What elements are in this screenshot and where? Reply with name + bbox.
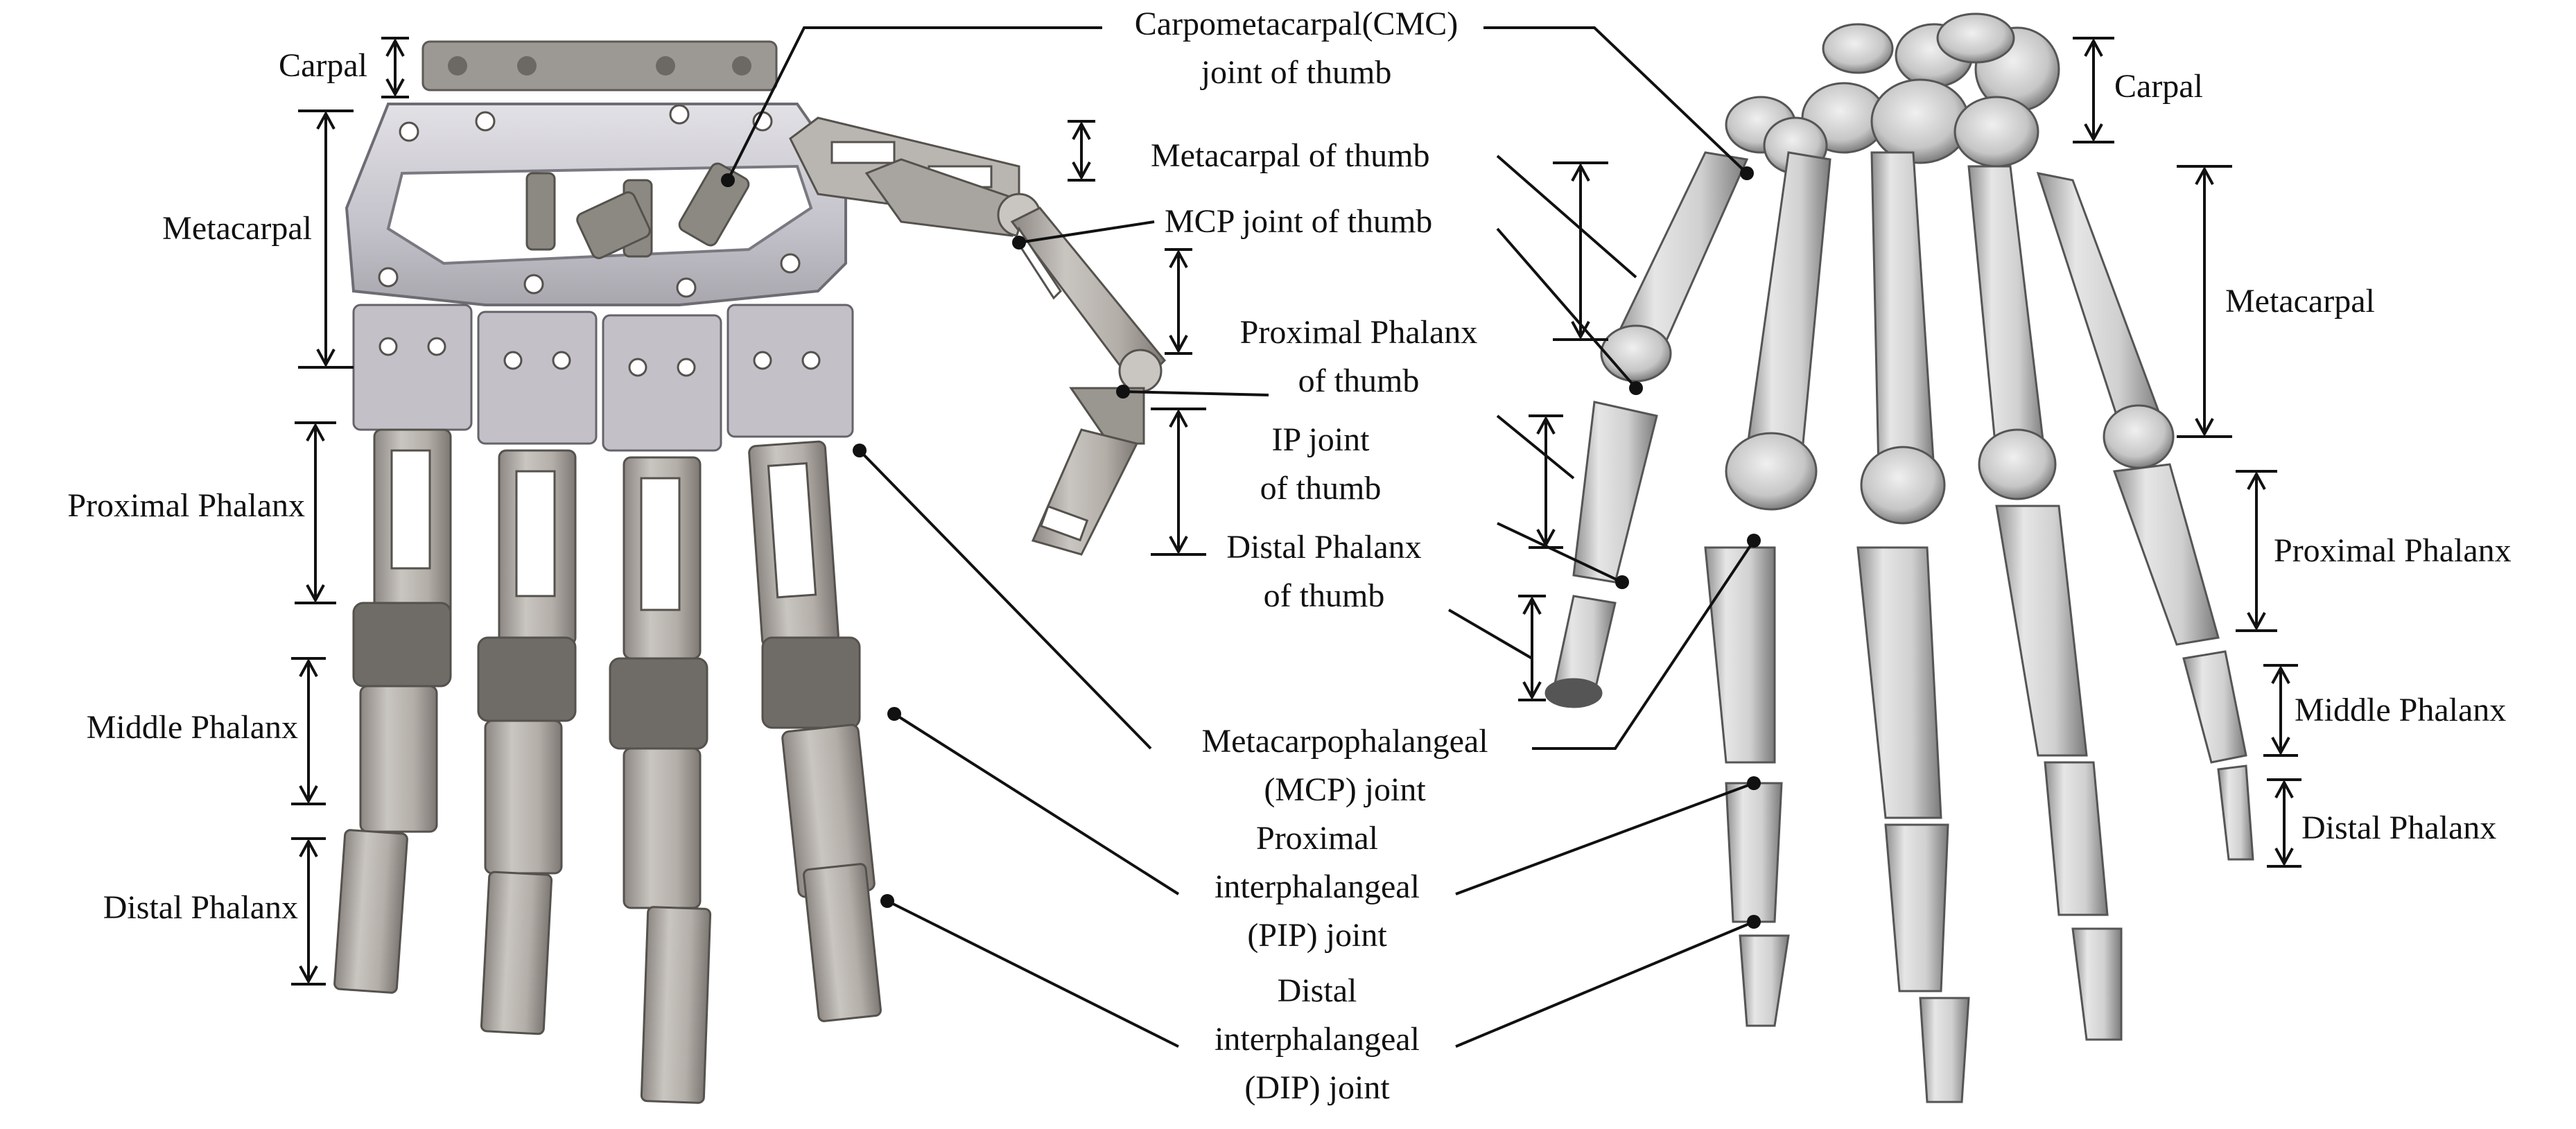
- label-pip-line2: interphalangeal: [1215, 868, 1420, 905]
- ring-finger-bones: [1995, 505, 2123, 1041]
- marker-mcp-human: [1747, 534, 1761, 548]
- label-pip-line1: Proximal: [1256, 820, 1378, 857]
- bracket-distal-thumb: [1151, 408, 1206, 556]
- marker-pip-robot: [887, 707, 901, 721]
- label-distal-thumb-line1: Distal Phalanx: [1226, 529, 1422, 566]
- robot-finger-ring: [609, 456, 712, 1104]
- label-ip-line1: IP joint: [1271, 421, 1370, 458]
- bracket-right-carpal: [2073, 37, 2114, 143]
- bracket-metacarpal-thumb: [1068, 120, 1095, 182]
- bracket-right-metacarpal: [2177, 165, 2232, 438]
- label-dip-line2: interphalangeal: [1215, 1021, 1420, 1058]
- label-cmc-line2: joint of thumb: [1201, 54, 1392, 91]
- robotic-hand: [333, 40, 1167, 1104]
- label-dip-line1: Distal: [1277, 972, 1357, 1009]
- label-left-middle-phalanx: Middle Phalanx: [86, 709, 298, 746]
- label-mcp-thumb: MCP joint of thumb: [1165, 203, 1433, 240]
- human-hand-skeleton: [1544, 12, 2254, 1103]
- marker-ip-robot: [1116, 385, 1130, 399]
- label-right-proximal-phalanx: Proximal Phalanx: [2274, 532, 2512, 569]
- label-mcp-line1: Metacarpophalangeal: [1201, 723, 1488, 760]
- label-pip-line3: (PIP) joint: [1247, 917, 1387, 954]
- label-cmc-line1: Carpometacarpal(CMC): [1134, 6, 1459, 42]
- metacarpal-bones: [1600, 151, 2175, 525]
- label-mcp-line2: (MCP) joint: [1264, 771, 1426, 808]
- label-right-middle-phalanx: Middle Phalanx: [2295, 692, 2507, 728]
- marker-ip-human: [1615, 575, 1629, 589]
- marker-mcp-robot: [853, 444, 867, 457]
- middle-finger-bones: [1856, 546, 1970, 1103]
- bracket-right-middle: [2263, 664, 2298, 757]
- bracket-human-thumb-metacarpal: [1553, 161, 1608, 341]
- bracket-left-carpal: [381, 37, 409, 98]
- robot-finger-index: [333, 428, 452, 994]
- robot-thumb: [789, 116, 1167, 556]
- label-left-metacarpal: Metacarpal: [162, 210, 312, 247]
- label-left-distal-phalanx: Distal Phalanx: [103, 889, 298, 926]
- label-prox-thumb-line2: of thumb: [1298, 362, 1420, 399]
- bracket-prox-thumb: [1165, 248, 1192, 355]
- marker-mcp-thumb-robot: [1012, 236, 1026, 250]
- bracket-right-proximal: [2236, 470, 2277, 632]
- marker-mcp-thumb-human: [1629, 381, 1643, 395]
- marker-pip-human: [1747, 776, 1761, 790]
- robot-carpal-plate: [421, 40, 778, 91]
- bracket-human-thumb-distal: [1518, 595, 1546, 701]
- label-right-distal-phalanx: Distal Phalanx: [2301, 809, 2497, 846]
- label-left-proximal-phalanx: Proximal Phalanx: [67, 487, 305, 524]
- label-right-carpal: Carpal: [2114, 68, 2203, 105]
- label-metacarpal-thumb: Metacarpal of thumb: [1151, 137, 1430, 174]
- label-prox-thumb-line1: Proximal Phalanx: [1239, 314, 1478, 351]
- robot-finger-middle: [477, 449, 577, 1035]
- bracket-left-middle: [291, 657, 326, 805]
- bracket-right-distal: [2267, 778, 2301, 868]
- label-right-metacarpal: Metacarpal: [2225, 283, 2375, 320]
- label-dip-line3: (DIP) joint: [1244, 1069, 1390, 1106]
- leader-lines: [726, 26, 1755, 1048]
- little-finger-bones: [2112, 463, 2254, 861]
- joint-markers: [721, 166, 1761, 929]
- label-ip-line2: of thumb: [1260, 470, 1382, 507]
- robot-finger-little: [748, 440, 882, 1022]
- robot-mcp-blocks: [352, 304, 854, 452]
- marker-dip-human: [1747, 915, 1761, 929]
- marker-dip-robot: [880, 894, 894, 908]
- dimension-brackets: [291, 37, 2301, 986]
- marker-cmc-robot: [721, 173, 735, 187]
- label-distal-thumb-line2: of thumb: [1263, 577, 1385, 614]
- thumb-phalanges: [1544, 401, 1658, 708]
- bracket-left-proximal: [295, 421, 336, 604]
- bracket-left-distal: [291, 837, 326, 986]
- bracket-left-metacarpal: [298, 110, 354, 369]
- index-finger-bones: [1704, 546, 1790, 1027]
- label-left-carpal: Carpal: [279, 47, 367, 84]
- marker-cmc-human: [1740, 166, 1754, 180]
- carpal-bones: [1725, 12, 2060, 175]
